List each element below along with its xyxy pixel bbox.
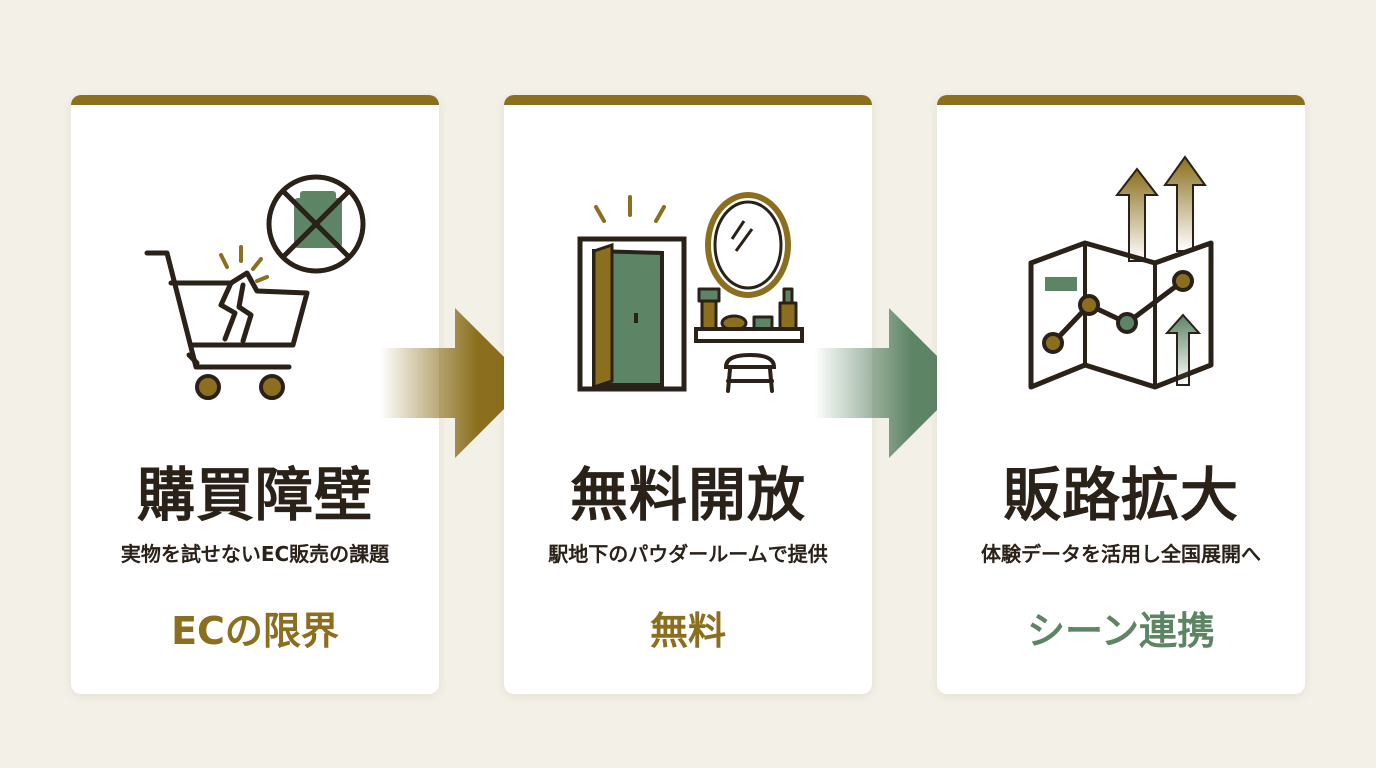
step-title: 販路拡大 [1002,461,1239,529]
step-card-1: 購買障壁 実物を試せないEC販売の課題 ECの限界 [71,95,439,694]
step-title: 購買障壁 [136,461,373,529]
map-growth-icon [1028,155,1214,390]
step-tag: シーン連携 [1026,609,1216,653]
broken-cart-icon [144,174,366,400]
step-subtitle: 体験データを活用し全国展開へ [981,542,1261,566]
step-subtitle: 実物を試せないEC販売の課題 [120,542,390,566]
step-title: 無料開放 [569,461,806,529]
arrow-right-icon [380,308,530,458]
powder-room-icon [577,192,804,393]
card-top-bar [71,95,439,105]
step-subtitle: 駅地下のパウダールームで提供 [548,542,828,566]
step-tag: ECの限界 [171,609,339,653]
step-card-2: 無料開放 駅地下のパウダールームで提供 無料 [504,95,872,694]
no-product-icon [266,174,366,274]
step-card-3: 販路拡大 体験データを活用し全国展開へ シーン連携 [937,95,1305,694]
card-top-bar [504,95,872,105]
arrow-right-icon [814,308,964,458]
step-tag: 無料 [649,609,726,653]
card-top-bar [937,95,1305,105]
